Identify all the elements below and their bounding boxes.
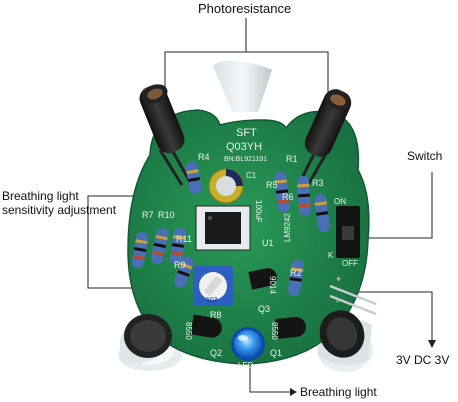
silk-q1-part: 8550: [270, 322, 279, 340]
silk-r9: R9: [174, 260, 186, 270]
silk-q3-part: 9014: [268, 276, 277, 294]
slide-switch: [336, 206, 360, 258]
callout-power: 3V DC 3V: [396, 353, 450, 367]
transistor-q1: [275, 317, 306, 339]
transistor-q3: [248, 268, 277, 290]
silk-r8-value: 103: [206, 297, 218, 304]
photoresistor-left: [139, 84, 192, 186]
silk-brand: SFT: [236, 127, 257, 139]
resistors-left: [131, 162, 202, 288]
silk-k: K: [328, 251, 334, 260]
silk-r4: R4: [198, 152, 210, 162]
callout-sensitivity-line2: sensitivity adjustment: [2, 203, 117, 217]
silk-c1-value: 100uF: [254, 200, 263, 223]
battery-holder-left: [124, 314, 172, 358]
callout-led: Breathing light: [300, 385, 377, 399]
resistors-right: [274, 171, 331, 297]
silk-r1: R1: [286, 154, 298, 164]
silk-r6: R6: [282, 192, 294, 202]
silkscreen-labels: SFT Q03YH BN:BL921191 R4 R1 C1 100uF R5 …: [142, 127, 358, 370]
silk-q1: Q1: [270, 348, 282, 358]
callout-arrow-led: [290, 388, 297, 396]
silk-ic-part: LM9242: [283, 213, 292, 242]
silk-q3: Q3: [258, 304, 270, 314]
silk-r5: R5: [266, 180, 278, 190]
callout-arrow-power: [428, 340, 436, 348]
battery-holder-right: [319, 310, 365, 358]
power-pins: [329, 284, 377, 316]
silk-r7: R7: [142, 210, 154, 220]
silk-plus: +: [336, 274, 341, 284]
silk-r2: R2: [290, 268, 302, 278]
silk-u1: U1: [262, 238, 274, 248]
silk-minus: -: [336, 296, 339, 306]
silk-q2: Q2: [210, 348, 222, 358]
silk-on: ON: [334, 197, 346, 206]
silk-q2-part: 8550: [184, 322, 193, 340]
silk-led: LED: [238, 361, 254, 370]
callout-photoresistance: Photoresistance: [198, 1, 292, 16]
silk-off: OFF: [342, 259, 358, 268]
silk-r11: R11: [176, 234, 192, 244]
photoresistor-right: [298, 89, 352, 186]
callout-switch: Switch: [407, 149, 443, 163]
silk-r8: R8: [210, 310, 222, 320]
potentiometer-r8: [193, 266, 233, 306]
silk-serial: BN:BL921191: [224, 156, 267, 163]
capacitor-c1: [208, 168, 244, 204]
silk-model: Q03YH: [226, 141, 262, 153]
transistor-q2: [190, 314, 222, 338]
silk-r3: R3: [312, 178, 324, 188]
ic-u1: [195, 205, 251, 251]
silk-c1: C1: [246, 171, 257, 180]
silk-r10: R10: [158, 210, 175, 220]
blue-led: [231, 327, 265, 361]
callout-sensitivity-line1: Breathing light: [2, 189, 79, 203]
